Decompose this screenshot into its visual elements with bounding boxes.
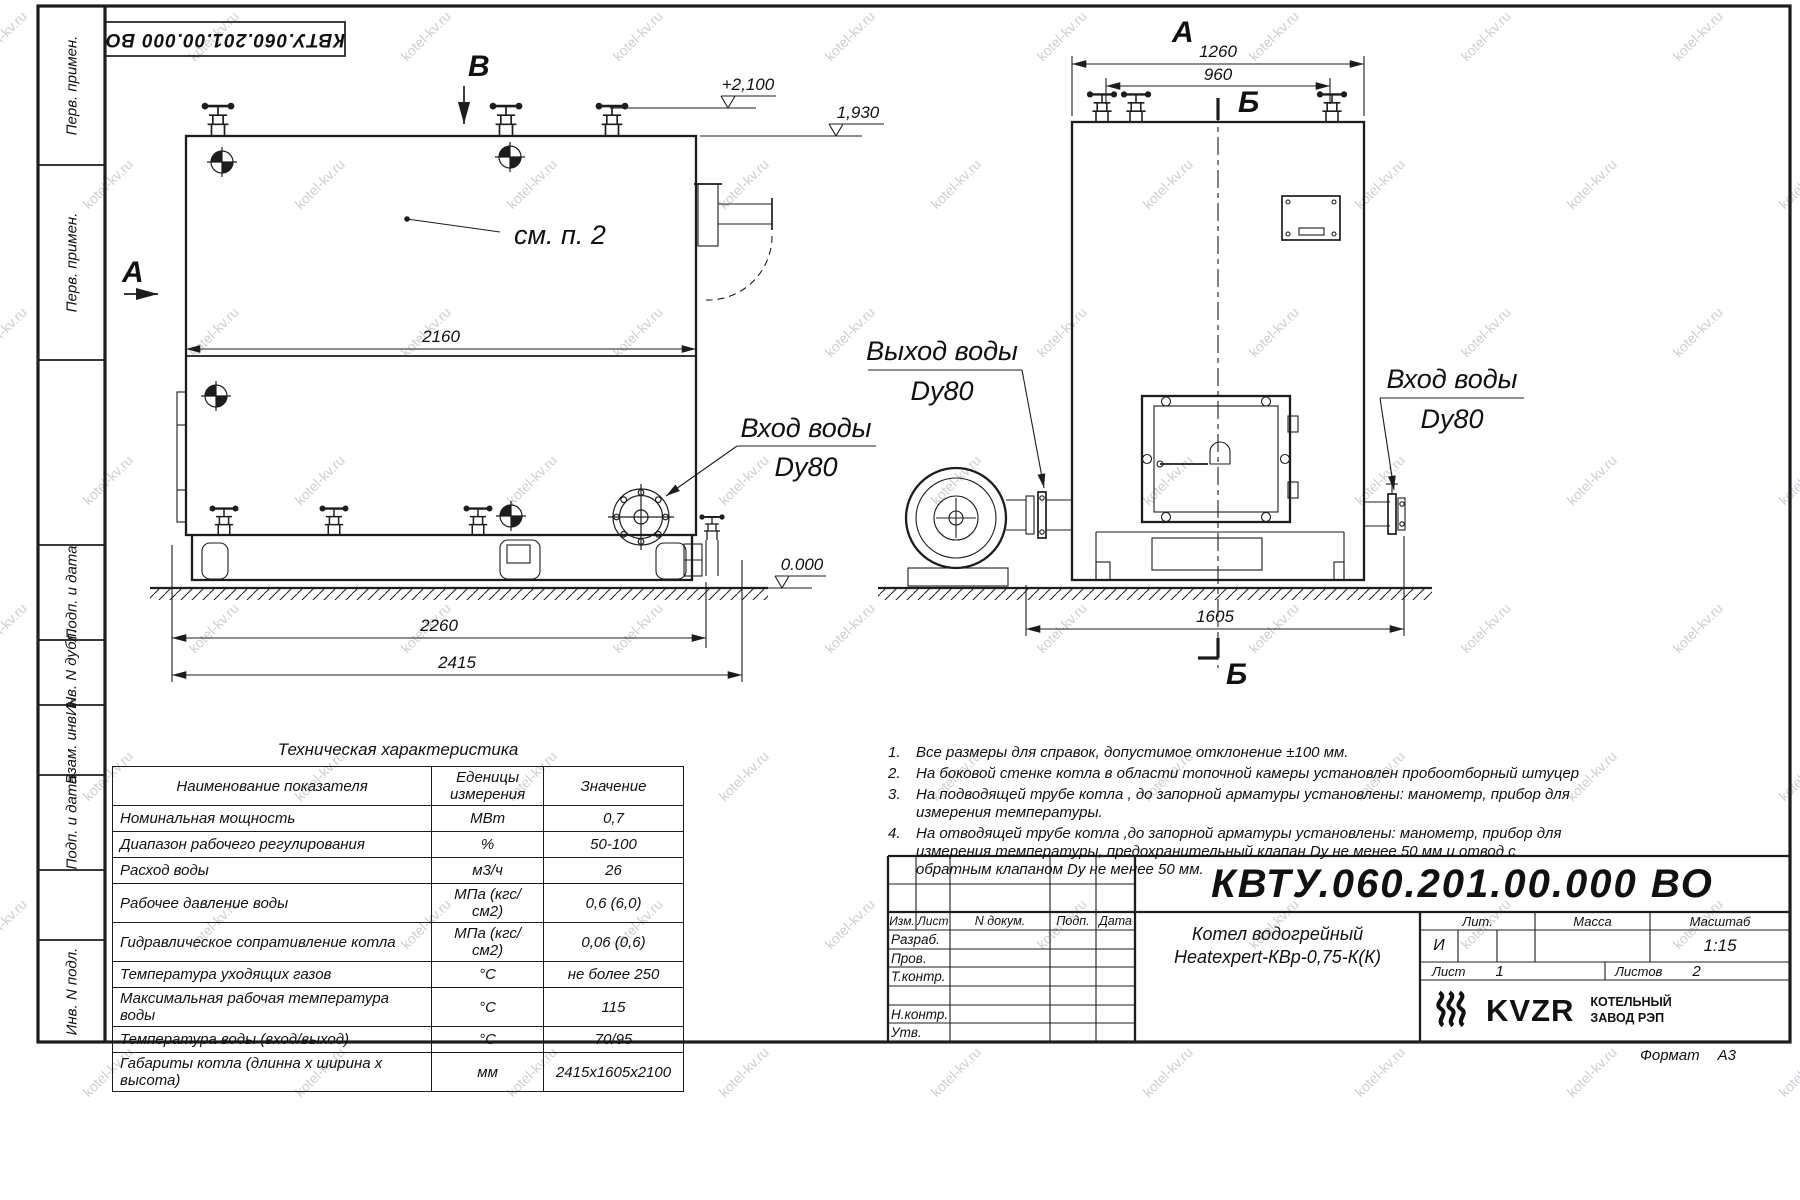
- lit-label: Лит.: [1462, 913, 1493, 929]
- logo-subtitle: КОТЕЛЬНЫЙ ЗАВОД РЭП: [1590, 995, 1672, 1025]
- col-podp: Подп.: [1056, 914, 1090, 928]
- side-box-vzam-inv: Взам. инв. N: [63, 696, 80, 784]
- elev-1930: 1,930: [837, 103, 880, 122]
- dim-960: 960: [1204, 65, 1233, 84]
- tech-header-units: Еденицы измерения: [431, 766, 545, 806]
- inlet-flange: [608, 484, 674, 550]
- title-block-code: КВТУ.060.201.00.000 ВО: [1211, 861, 1714, 906]
- elev-2100: +2,100: [722, 75, 775, 94]
- view-letter-b: В: [468, 50, 490, 83]
- side-box-podp-1: Подп. и дата: [63, 545, 80, 640]
- front-view: 1260 960 А Б: [866, 16, 1524, 691]
- logo-text: KVZR: [1486, 993, 1575, 1028]
- side-box-podp-2: Подп. и дата: [63, 775, 80, 870]
- outlet-nozzle: [1025, 491, 1072, 539]
- col-izm: Изм.: [889, 914, 915, 928]
- tech-table: Техническая характеристика Наименование …: [111, 740, 684, 1092]
- tech-table-title: Техническая характеристика: [277, 740, 519, 759]
- dim-1260: 1260: [1199, 42, 1237, 61]
- view-letter-a-right: А: [1171, 16, 1194, 49]
- see-item-label: см. п. 2: [514, 220, 606, 250]
- sheet-frame: [36, 4, 1792, 1044]
- elev-0: 0.000: [781, 555, 824, 574]
- section-b-top: Б: [1238, 86, 1259, 119]
- side-box-inv-podl: Инв. N подл.: [63, 947, 81, 1035]
- top-code-box: КВТУ.060.201.00.000 ВО: [105, 22, 345, 56]
- col-ndoc: N докум.: [974, 914, 1026, 928]
- col-list: Лист: [917, 914, 949, 928]
- blower-fan: [904, 466, 1026, 587]
- role-utv: Утв.: [891, 1025, 922, 1040]
- dim-2160: 2160: [421, 327, 460, 346]
- side-box-inv-dubl: Инв. N дубл.: [63, 629, 80, 716]
- dim-2415: 2415: [437, 653, 476, 672]
- table-row: Диапазон рабочего регулирования%50-100: [111, 831, 684, 858]
- sheets-cell: Листов 2: [1615, 962, 1701, 980]
- mass-label: Масса: [1573, 913, 1612, 929]
- col-data: Дата: [1099, 914, 1132, 928]
- note-4: 4.На отводящей трубе котла ,до запорной …: [888, 825, 1562, 878]
- tech-header-value: Значение: [543, 766, 684, 806]
- tech-header-row: Наименование показателя Еденицы измерени…: [111, 766, 684, 806]
- note-1: 1.Все размеры для справок, допустимое от…: [888, 744, 1349, 761]
- role-prov: Пров.: [891, 950, 927, 966]
- scale-label: Масштаб: [1689, 913, 1751, 929]
- company-logo: KVZR КОТЕЛЬНЫЙ ЗАВОД РЭП: [1432, 982, 1784, 1040]
- view-letter-a-left: А: [121, 256, 144, 289]
- inlet-nozzle: [1364, 483, 1406, 535]
- lit-value: И: [1433, 937, 1445, 954]
- tech-header-name: Наименование показателя: [111, 766, 433, 806]
- side-box-perv-1: Перв. примен.: [63, 35, 80, 136]
- section-b-bottom: Б: [1226, 658, 1247, 691]
- note-3: 3.На подводящей трубе котла , до запорно…: [888, 786, 1570, 821]
- role-razrab: Разраб.: [891, 932, 940, 947]
- dim-1605: 1605: [1196, 607, 1234, 626]
- dim-2260: 2260: [419, 616, 458, 635]
- inlet-dn-front: Dy80: [1420, 404, 1483, 434]
- inlet-label-side: Вход воды: [740, 413, 871, 443]
- role-tkontr: Т.контр.: [891, 969, 946, 984]
- note-2: 2.На боковой стенке котла в области топо…: [888, 765, 1580, 782]
- product-name: Котел водогрейный Heatexpert-КВр-0,75-К(…: [1174, 923, 1381, 967]
- kvzr-coil-icon: [1432, 989, 1476, 1034]
- title-block-grid: [886, 854, 1790, 1042]
- inlet-label-front: Вход воды: [1386, 364, 1517, 394]
- notes-list: 1.Все размеры для справок, допустимое от…: [888, 744, 1588, 882]
- sheet-cell: Лист 1: [1432, 962, 1504, 980]
- table-row: Габариты котла (длинна х ширина х высота…: [111, 1052, 684, 1092]
- outlet-dn: Dy80: [910, 376, 973, 406]
- outlet-label: Выход воды: [866, 336, 1018, 366]
- role-nkontr: Н.контр.: [891, 1006, 949, 1022]
- inlet-dn-side: Dy80: [774, 452, 837, 482]
- format-cell: Формат А3: [1640, 1046, 1736, 1064]
- scale-value: 1:15: [1703, 936, 1737, 955]
- side-view: 2160 +2,100 1,930 А В см. п. 2: [121, 50, 884, 682]
- top-code: КВТУ.060.201.00.000 ВО: [105, 29, 345, 50]
- side-box-perv-2: Перв. примен.: [63, 212, 80, 313]
- furnace-door: [1140, 394, 1299, 524]
